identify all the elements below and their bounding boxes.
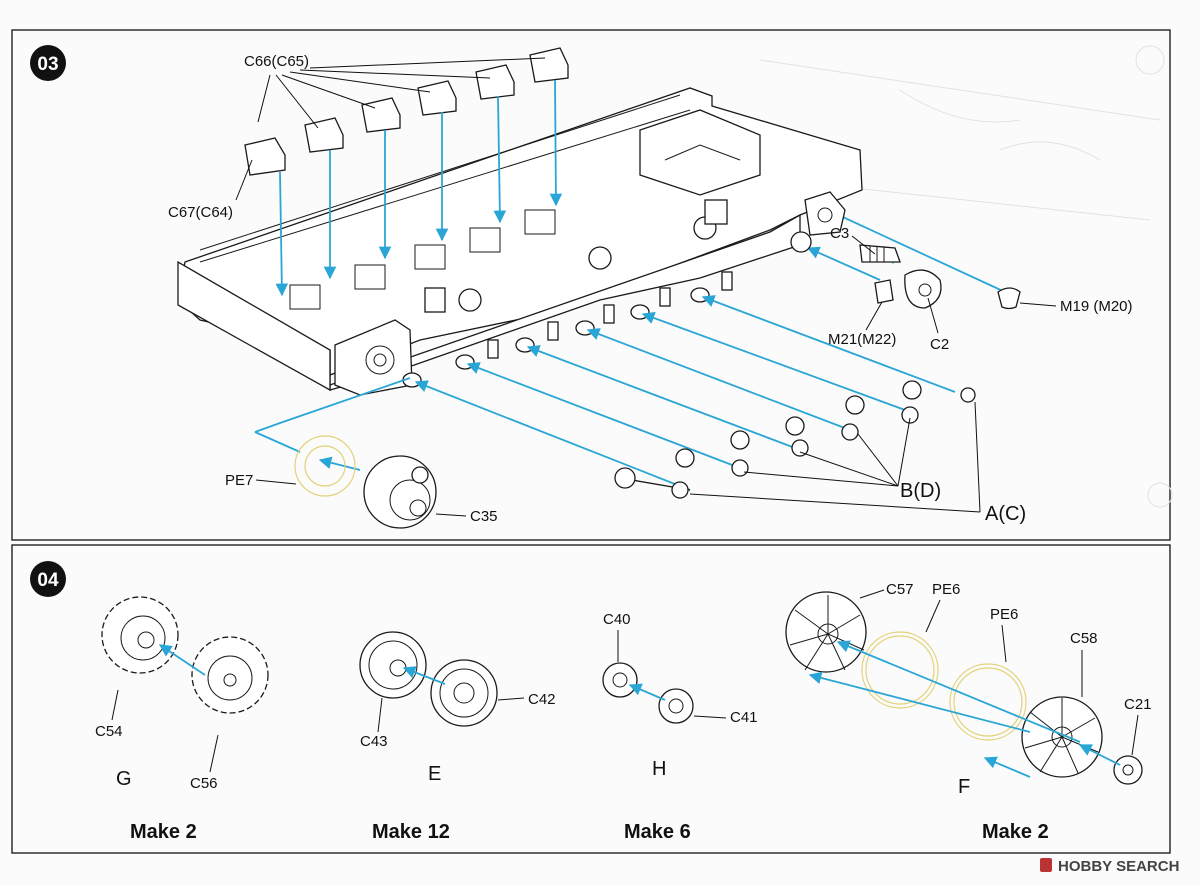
pe7-ring bbox=[294, 435, 356, 497]
make-g: Make 2 bbox=[130, 821, 197, 843]
letter-e: E bbox=[428, 763, 441, 785]
step-04-badge: 04 bbox=[30, 561, 66, 597]
make-f: Make 2 bbox=[982, 821, 1049, 843]
label-pe6-1: PE6 bbox=[932, 581, 960, 598]
make-e: Make 12 bbox=[372, 821, 450, 843]
watermark-text: HOBBY SEARCH bbox=[1058, 858, 1179, 875]
swing-arm-row-a bbox=[614, 380, 976, 499]
pe6-ring-1 bbox=[861, 631, 939, 709]
label-c54: C54 bbox=[95, 723, 123, 740]
watermark: HOBBY SEARCH bbox=[1040, 858, 1179, 875]
letter-g: G bbox=[116, 768, 132, 790]
step-03-number: 03 bbox=[37, 54, 58, 75]
label-c35: C35 bbox=[470, 508, 498, 525]
pe6-ring-2 bbox=[949, 663, 1027, 741]
label-c2: C2 bbox=[930, 336, 949, 353]
m19-part bbox=[997, 287, 1021, 310]
group-g-sprocket: C54 C56 G Make 2 bbox=[95, 596, 269, 843]
label-c41: C41 bbox=[730, 709, 758, 726]
label-m19: M19 (M20) bbox=[1060, 298, 1133, 315]
step-03-border bbox=[11, 29, 1171, 541]
m21-bracket bbox=[874, 279, 894, 304]
c42-wheel bbox=[430, 659, 498, 727]
label-pe7: PE7 bbox=[225, 472, 253, 489]
hull-drawing bbox=[177, 87, 863, 396]
step-03-panel: 03 bbox=[11, 29, 1173, 541]
shock-seats bbox=[289, 209, 556, 310]
letter-h: H bbox=[652, 758, 666, 780]
c43-wheel bbox=[359, 631, 427, 699]
label-c56: C56 bbox=[190, 775, 218, 792]
label-c57: C57 bbox=[886, 581, 914, 598]
step-03-labels: C66(C65) C67(C64) C3 M19 (M20) M21(M22) … bbox=[168, 53, 1133, 525]
label-c3: C3 bbox=[830, 225, 849, 242]
c2-idler-arm bbox=[904, 269, 942, 309]
idler-assembly bbox=[790, 191, 1021, 310]
group-h-return-roller: C40 C41 H Make 6 bbox=[602, 611, 758, 843]
group-f-idler-wheel: C57 PE6 PE6 C58 C21 F Make 2 bbox=[785, 581, 1152, 843]
swing-arm-assemblies bbox=[614, 380, 976, 499]
step-04-number: 04 bbox=[37, 570, 59, 591]
return-rollers bbox=[424, 199, 728, 313]
suspension-mounts bbox=[402, 271, 733, 388]
label-c40: C40 bbox=[603, 611, 631, 628]
label-c66: C66(C65) bbox=[244, 53, 309, 70]
label-pe6-2: PE6 bbox=[990, 606, 1018, 623]
c41-roller bbox=[658, 688, 694, 724]
label-m21: M21(M22) bbox=[828, 331, 896, 348]
final-drive bbox=[294, 435, 437, 529]
label-b: B(D) bbox=[900, 480, 941, 502]
step-04-panel: 04 C54 C56 G Make 2 C43 bbox=[11, 544, 1171, 854]
step-04-border bbox=[11, 544, 1171, 854]
c21-hub-cap bbox=[1113, 755, 1143, 785]
letter-f: F bbox=[958, 776, 970, 798]
c40-roller bbox=[602, 662, 638, 698]
label-c42: C42 bbox=[528, 691, 556, 708]
label-c67: C67(C64) bbox=[168, 204, 233, 221]
background-ghost-lines bbox=[759, 45, 1173, 508]
label-c43: C43 bbox=[360, 733, 388, 750]
c56-sprocket bbox=[191, 636, 269, 714]
group-e-road-wheel: C43 C42 E Make 12 bbox=[359, 631, 556, 843]
step-03-badge: 03 bbox=[30, 45, 66, 81]
make-h: Make 6 bbox=[624, 821, 691, 843]
assembly-arrows-03 bbox=[254, 79, 1006, 491]
hobby-search-logo-icon bbox=[1040, 858, 1052, 872]
label-c21: C21 bbox=[1124, 696, 1152, 713]
label-a: A(C) bbox=[985, 503, 1026, 525]
label-c58: C58 bbox=[1070, 630, 1098, 647]
